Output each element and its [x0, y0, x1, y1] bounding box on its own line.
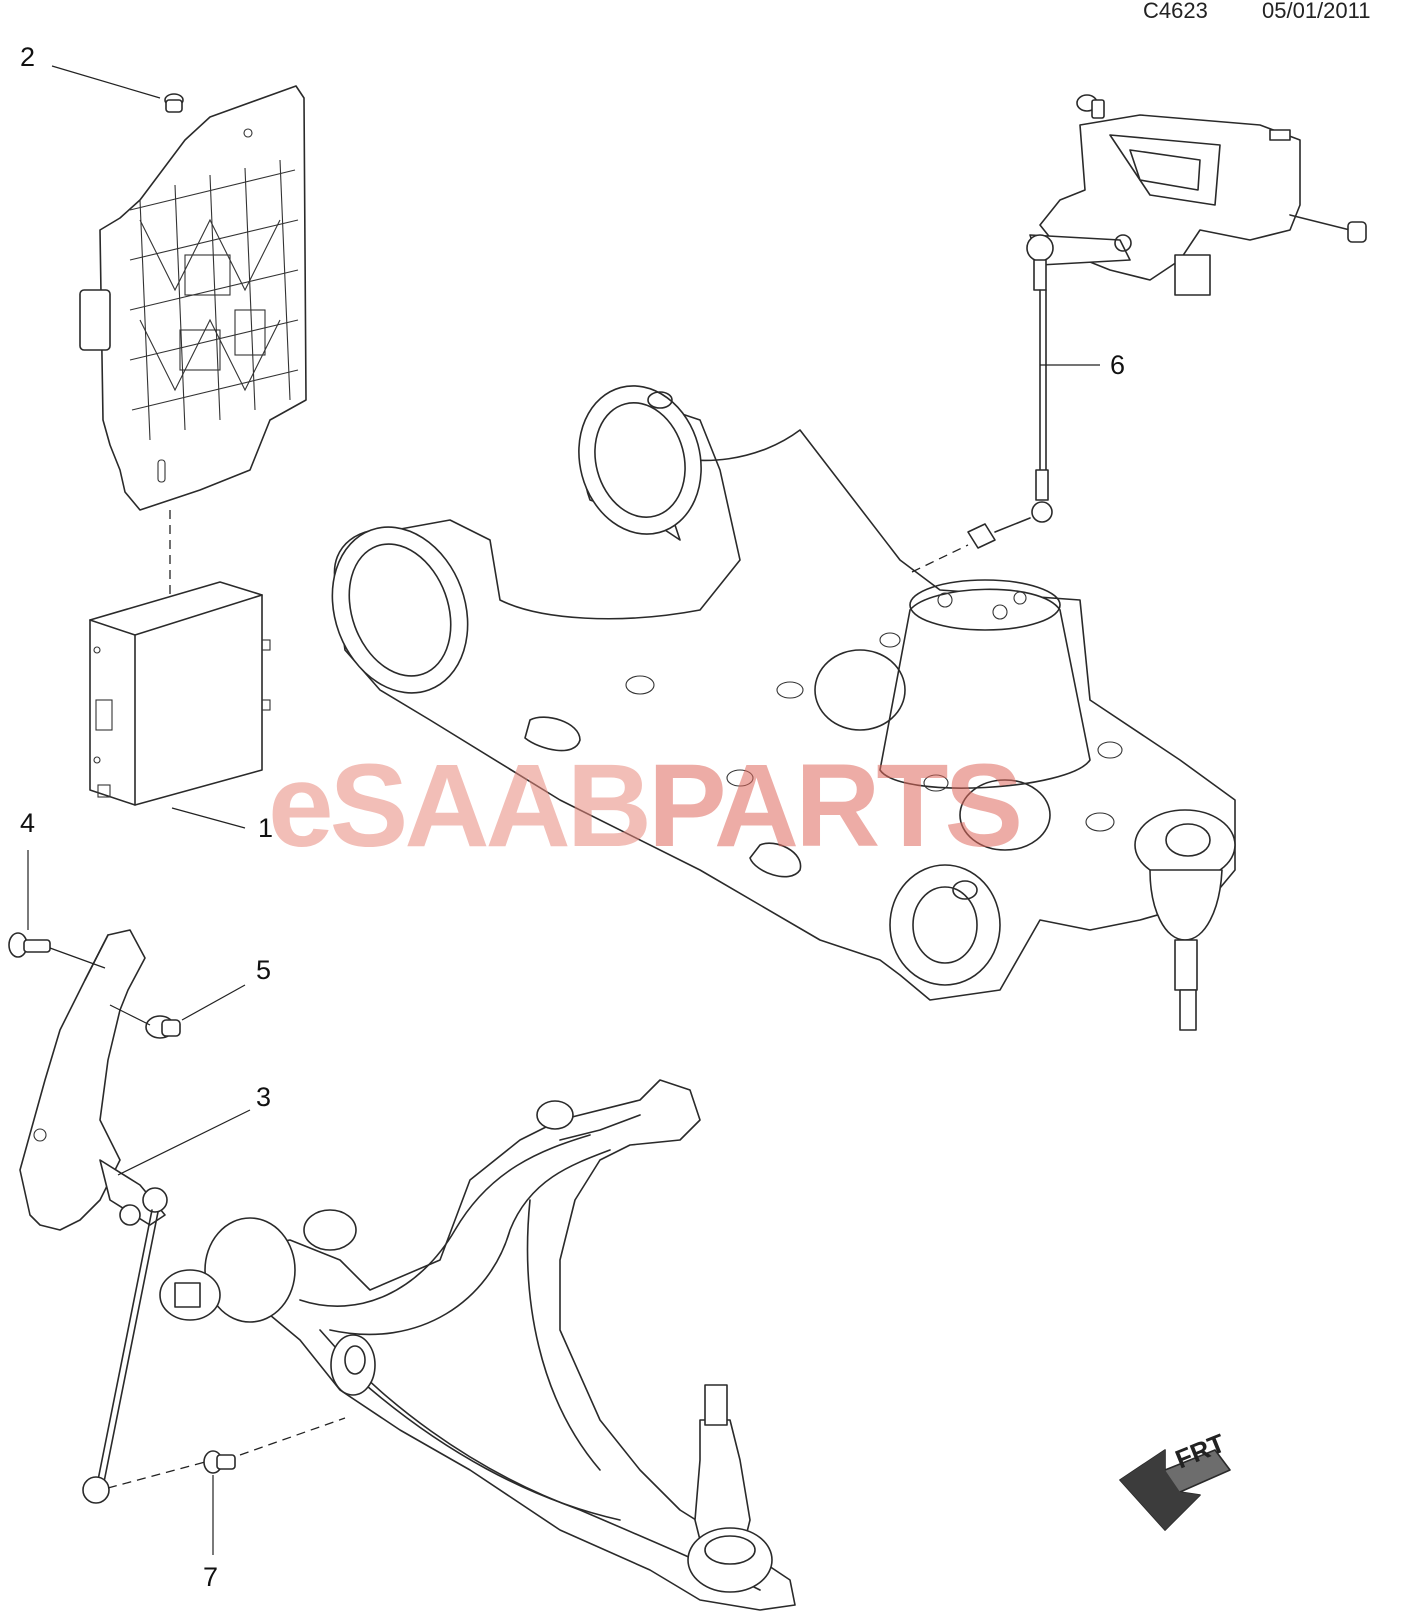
part-5-nut-icon [145, 1015, 181, 1039]
callout-5: 5 [256, 955, 272, 985]
part-6-stud-icon [967, 517, 1031, 549]
callout-3: 3 [256, 1082, 272, 1112]
part-2-nut-icon [164, 93, 184, 113]
callout-2: 2 [20, 42, 36, 72]
part-6-side-bolt-icon [1289, 214, 1367, 243]
watermark: eSAABPARTS [268, 738, 1023, 874]
part-3-lower-sensor-bracket [19, 929, 168, 1504]
part-4-bolt-icon [8, 932, 51, 958]
callout-1: 1 [258, 813, 274, 843]
part-6-top-bolt-icon [1076, 94, 1105, 119]
part-7-stud-icon [203, 1450, 236, 1474]
callout-4: 4 [20, 808, 36, 838]
lower-control-arm [159, 1079, 796, 1611]
part-6-level-sensor [1026, 114, 1301, 523]
callout-7: 7 [203, 1562, 219, 1592]
module-bracket [79, 85, 307, 511]
upper-control-arm [331, 385, 1236, 1031]
callout-6: 6 [1110, 350, 1126, 380]
watermark-text-dark: PARTS [647, 740, 1023, 872]
diagram-code: C4623 [1143, 0, 1208, 23]
diagram-date: 05/01/2011 [1262, 0, 1371, 23]
front-direction-arrow-icon [1119, 1449, 1231, 1531]
watermark-text-light: eSAAB [268, 740, 652, 872]
part-1-control-module [89, 581, 271, 806]
